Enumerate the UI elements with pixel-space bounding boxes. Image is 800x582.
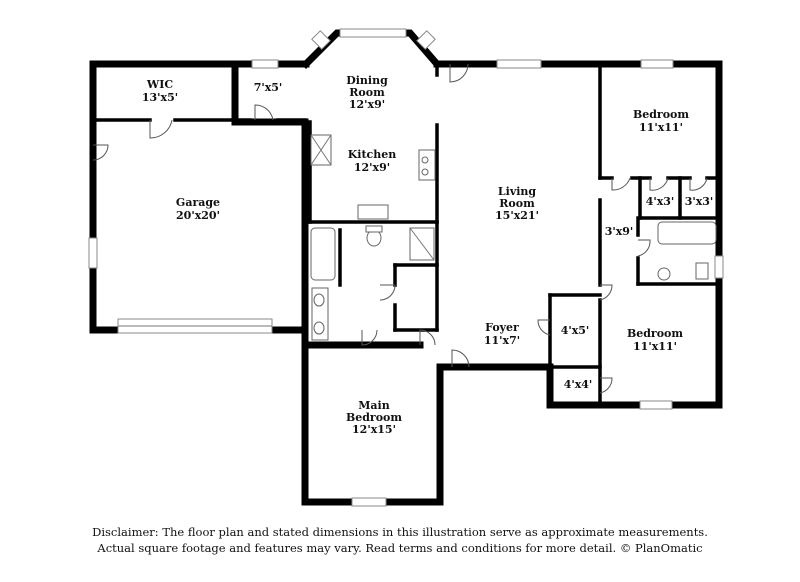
room-dining: Dining Room 12'x9' [346,74,388,111]
room-bedroom-se: Bedroom 11'x11' [627,327,683,353]
windows [88,28,724,507]
room-wic: WIC 13'x5' [142,78,178,104]
doors [92,63,708,394]
svg-text:12'x9': 12'x9' [349,98,385,111]
svg-text:Bedroom: Bedroom [633,108,689,121]
room-closet-4x4: 4'x4' [564,378,593,391]
room-bedroom-ne: Bedroom 11'x11' [633,108,689,134]
room-main-bedroom: Main Bedroom 12'x15' [346,399,402,436]
room-kitchen: Kitchen 12'x9' [348,148,397,174]
room-foyer: Foyer 11'x7' [484,321,520,347]
svg-text:13'x5': 13'x5' [142,91,178,104]
room-closet-3x3: 3'x3' [685,195,714,208]
disclaimer-line-2: Actual square footage and features may v… [97,541,703,555]
interior-walls [91,62,721,407]
svg-text:4'x4': 4'x4' [564,378,593,391]
svg-text:Room: Room [349,86,385,99]
disclaimer: Disclaimer: The floor plan and stated di… [0,524,800,556]
room-labels: WIC 13'x5' 7'x5' Dining Room 12'x9' Kitc… [142,74,713,436]
room-closet-4x3: 4'x3' [646,195,675,208]
svg-text:20'x20': 20'x20' [176,209,220,222]
disclaimer-line-1: Disclaimer: The floor plan and stated di… [92,525,708,539]
fixtures [310,134,717,341]
svg-text:Dining: Dining [346,74,388,87]
svg-text:3'x3': 3'x3' [685,195,714,208]
room-living: Living Room 15'x21' [495,185,539,222]
svg-text:Bedroom: Bedroom [627,327,683,340]
room-closet-7x5: 7'x5' [254,81,283,94]
svg-text:Foyer: Foyer [485,321,519,334]
svg-text:7'x5': 7'x5' [254,81,283,94]
room-closet-3x9: 3'x9' [605,225,634,238]
svg-text:Kitchen: Kitchen [348,148,397,161]
svg-text:Bedroom: Bedroom [346,411,402,424]
exterior-walls [89,29,723,506]
svg-text:Garage: Garage [176,196,220,209]
svg-text:Main: Main [358,399,389,412]
svg-text:4'x5': 4'x5' [561,324,590,337]
room-garage: Garage 20'x20' [176,196,220,222]
svg-text:12'x15': 12'x15' [352,423,396,436]
svg-text:WIC: WIC [146,78,173,91]
svg-text:12'x9': 12'x9' [354,161,390,174]
svg-text:11'x11': 11'x11' [633,340,677,353]
svg-text:11'x7': 11'x7' [484,334,520,347]
svg-text:3'x9': 3'x9' [605,225,634,238]
svg-text:4'x3': 4'x3' [646,195,675,208]
svg-text:15'x21': 15'x21' [495,209,539,222]
svg-text:Living: Living [498,185,536,198]
svg-text:Room: Room [499,197,535,210]
svg-text:11'x11': 11'x11' [639,121,683,134]
room-closet-4x5: 4'x5' [561,324,590,337]
